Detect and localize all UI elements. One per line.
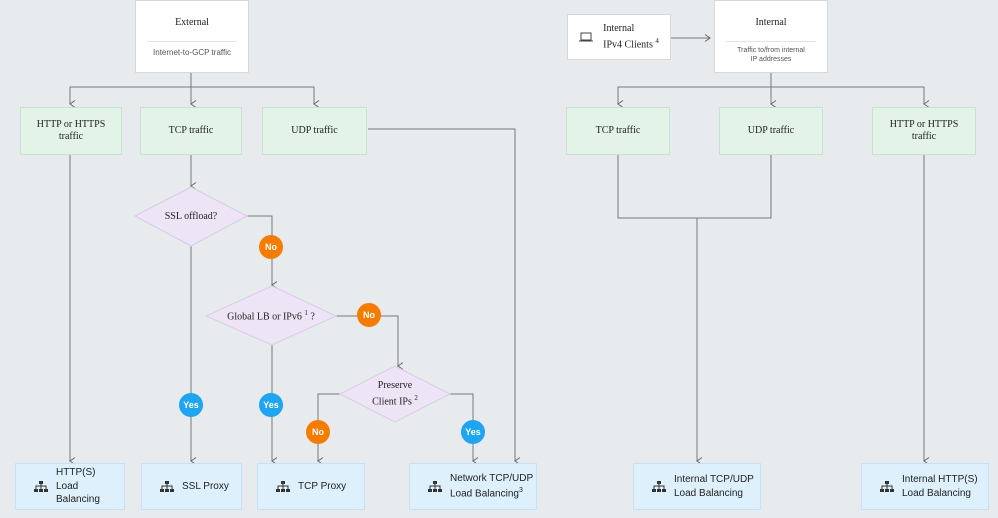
internal-subtitle-line2: IP addresses bbox=[750, 56, 792, 64]
internal-box: Internal Traffic to/from internal IP add… bbox=[714, 0, 828, 73]
ext-tcp-label: TCP traffic bbox=[168, 124, 214, 136]
internal-clients-label: Internal IPv4 Clients 4 bbox=[603, 21, 659, 52]
footnote-2: 2 bbox=[414, 394, 418, 402]
ssl-offload-no-badge: No bbox=[259, 235, 283, 259]
http-lb-result: HTTP(S) Load Balancing bbox=[15, 463, 125, 510]
preserve-client-ips-diamond bbox=[338, 365, 452, 423]
laptop-icon bbox=[579, 32, 594, 42]
external-title: External bbox=[175, 17, 209, 28]
ssl-offload-label: SSL offload? bbox=[164, 211, 218, 222]
network-lb-line2-row: Load Balancing3 bbox=[450, 486, 533, 501]
load-balancer-icon bbox=[652, 480, 666, 492]
int-tcp-label: TCP traffic bbox=[595, 124, 641, 136]
internal-clients-box: Internal IPv4 Clients 4 bbox=[567, 14, 671, 60]
load-balancer-icon bbox=[428, 480, 442, 492]
ext-udp-label: UDP traffic bbox=[291, 124, 338, 136]
global-lb-yes-badge: Yes bbox=[259, 393, 283, 417]
internal-tcp-udp-lb-result: Internal TCP/UDP Load Balancing bbox=[633, 463, 761, 510]
network-lb-line2: Load Balancing bbox=[450, 488, 519, 500]
tcp-proxy-label: TCP Proxy bbox=[298, 480, 347, 492]
http-lb-line2: Load Balancing bbox=[56, 480, 100, 506]
internal-divider bbox=[726, 41, 816, 42]
footnote-3: 3 bbox=[518, 486, 523, 494]
int-http-line2: traffic bbox=[911, 131, 937, 142]
internal-tcp-line1: Internal TCP/UDP bbox=[674, 474, 754, 485]
internal-http-line2: Load Balancing bbox=[902, 487, 971, 499]
internal-clients-line1: Internal bbox=[603, 23, 635, 35]
footnote-1: 1 bbox=[304, 309, 308, 317]
ssl-proxy-label: SSL Proxy bbox=[182, 480, 229, 492]
ext-http-traffic-box: HTTP or HTTPS traffic bbox=[20, 107, 122, 155]
network-lb-result: Network TCP/UDP Load Balancing3 bbox=[409, 463, 537, 510]
ext-tcp-traffic-box: TCP traffic bbox=[140, 107, 242, 155]
internal-tcp-line2: Load Balancing bbox=[674, 487, 743, 499]
external-subtitle: Internet-to-GCP traffic bbox=[153, 48, 231, 57]
internal-subtitle-line1: Traffic to/from internal bbox=[737, 47, 805, 54]
preserve-client-ips-label: Preserve Client IPs 2 bbox=[345, 378, 445, 409]
internal-clients-line2-text: IPv4 Clients bbox=[603, 39, 653, 51]
int-tcp-traffic-box: TCP traffic bbox=[566, 107, 670, 155]
preserve-yes-badge: Yes bbox=[461, 420, 485, 444]
ssl-offload-diamond bbox=[133, 186, 249, 247]
int-http-traffic-box: HTTP or HTTPS traffic bbox=[872, 107, 976, 155]
int-udp-traffic-box: UDP traffic bbox=[719, 107, 823, 155]
internal-subtitle: Traffic to/from internal IP addresses bbox=[715, 46, 827, 65]
ext-http-line2: traffic bbox=[58, 131, 84, 142]
internal-title: Internal bbox=[755, 17, 787, 28]
http-lb-line1: HTTP(S) bbox=[56, 467, 96, 479]
global-lb-label: Global LB or IPv6 1 ? bbox=[206, 308, 336, 324]
external-box: External Internet-to-GCP traffic bbox=[135, 0, 249, 73]
int-udp-label: UDP traffic bbox=[747, 124, 795, 136]
preserve-line1: Preserve bbox=[377, 380, 413, 391]
load-balancer-icon bbox=[880, 480, 894, 492]
preserve-line2: Client IPs bbox=[372, 396, 412, 408]
ext-udp-traffic-box: UDP traffic bbox=[262, 107, 367, 155]
ssl-offload-yes-badge: Yes bbox=[179, 393, 203, 417]
load-balancer-icon bbox=[34, 480, 48, 492]
external-divider bbox=[147, 41, 237, 42]
global-lb-question: ? bbox=[310, 311, 315, 323]
ext-http-line1: HTTP or HTTPS bbox=[36, 118, 106, 130]
internal-clients-line2: IPv4 Clients 4 bbox=[603, 36, 659, 52]
global-lb-no-badge: No bbox=[357, 303, 381, 327]
load-balancer-icon bbox=[276, 480, 290, 492]
global-lb-diamond bbox=[204, 285, 338, 346]
preserve-line2-row: Client IPs 2 bbox=[345, 393, 445, 409]
int-http-line1: HTTP or HTTPS bbox=[889, 118, 959, 130]
load-balancer-icon bbox=[160, 480, 174, 492]
tcp-proxy-result: TCP Proxy bbox=[257, 463, 365, 510]
preserve-no-badge: No bbox=[306, 420, 330, 444]
footnote-4: 4 bbox=[655, 37, 659, 46]
internal-http-line1: Internal HTTP(S) bbox=[902, 474, 978, 485]
internal-http-lb-result: Internal HTTP(S) Load Balancing bbox=[861, 463, 989, 510]
global-lb-text: Global LB or IPv6 bbox=[227, 311, 302, 323]
ssl-proxy-result: SSL Proxy bbox=[141, 463, 242, 510]
network-lb-line1: Network TCP/UDP bbox=[450, 473, 534, 485]
